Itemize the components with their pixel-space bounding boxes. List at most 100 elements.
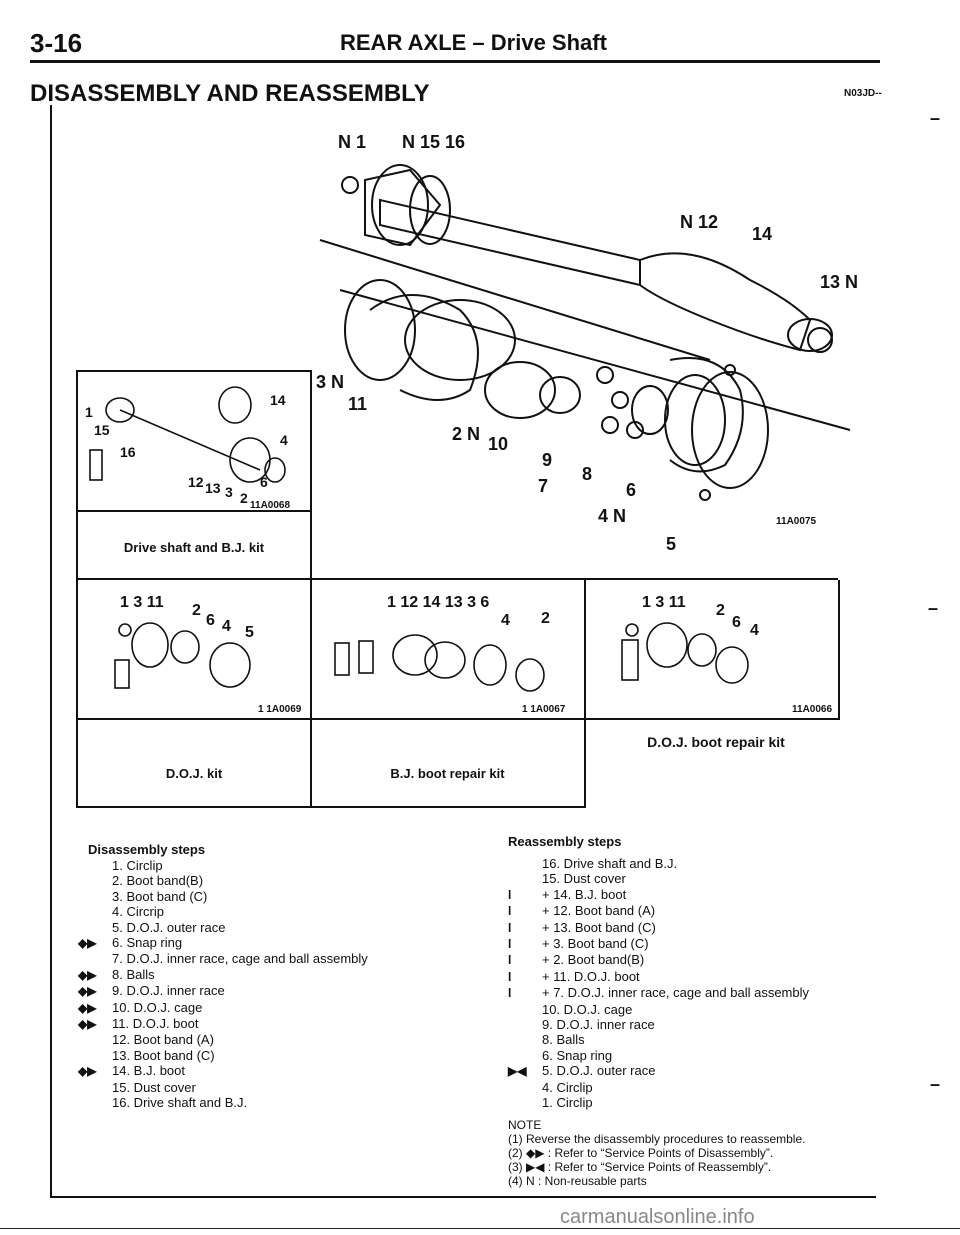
disassembly-step-text: 2. Boot band(B) (112, 873, 204, 889)
disassembly-step-symbol: ◆▶ (78, 984, 97, 999)
reassembly-heading: Reassembly steps (508, 834, 622, 849)
margin-mark-1: – (930, 108, 941, 128)
note-4: (4) N : Non-reusable parts (508, 1174, 647, 1188)
svg-text:1 12 14 13 3 6: 1 12 14 13 3 6 (387, 594, 489, 611)
note-1: (1) Reverse the disassembly procedures t… (508, 1132, 806, 1146)
label-13: 13 N (820, 272, 858, 292)
disassembly-step: 2. Boot band(B) (78, 873, 368, 888)
disassembly-step-symbol: ◆▶ (78, 1000, 97, 1015)
kit-table-line-3 (76, 718, 838, 720)
reassembly-step-symbol: l (508, 920, 512, 935)
kit-table-line-1 (76, 510, 310, 512)
reassembly-step-text: + 2. Boot band(B) (542, 952, 645, 968)
kit-3-caption: B.J. boot repair kit (390, 766, 505, 781)
section-code: N03JD-- (844, 88, 882, 99)
reassembly-step-text: + 3. Boot band (C) (542, 936, 649, 952)
reassembly-step-text: + 13. Boot band (C) (542, 919, 656, 935)
disassembly-step: 15. Dust cover (78, 1080, 368, 1095)
reassembly-step-text: 4. Circlip (542, 1079, 593, 1095)
reassembly-step: l+ 11. D.O.J. boot (508, 969, 809, 985)
reassembly-step-text: 16. Drive shaft and B.J. (542, 856, 678, 871)
page-bottom-line (0, 1228, 960, 1229)
notes: NOTE (1) Reverse the disassembly procedu… (508, 1118, 805, 1188)
drive-shaft-exploded-diagram: N 1 N 15 16 N 12 14 13 N 3 N 11 2 N 10 9… (316, 132, 858, 554)
reassembly-step: l + 13. Boot band (C) (508, 920, 809, 936)
disassembly-step: ◆▶14. B.J. boot (78, 1063, 368, 1079)
reassembly-step-text: + 7. D.O.J. inner race, cage and ball as… (542, 985, 809, 1001)
disassembly-step-text: 11. D.O.J. boot (112, 1016, 199, 1032)
disassembly-step: 13. Boot band (C) (78, 1048, 368, 1063)
disassembly-step-text: 3. Boot band (C) (112, 888, 208, 904)
svg-text:14: 14 (270, 392, 286, 408)
section-title: DISASSEMBLY AND REASSEMBLY (30, 80, 430, 107)
label-2: 2 N (452, 424, 480, 444)
kit-1-code: 11A0068 (250, 500, 291, 511)
reassembly-step-text: 9. D.O.J. inner race (542, 1017, 655, 1033)
label-4: 4 N (598, 506, 626, 526)
label-7: 7 (538, 476, 548, 496)
label-12: N 12 (680, 212, 718, 232)
svg-text:15: 15 (94, 422, 110, 438)
label-6: 6 (626, 480, 636, 500)
kit-2-caption: D.O.J. kit (165, 766, 223, 781)
label-8: 8 (582, 464, 592, 484)
label-5: 5 (666, 534, 676, 554)
disassembly-step-text: 8. Balls (112, 966, 155, 982)
disassembly-step-text: 4. Circrip (112, 904, 165, 920)
disassembly-step: 7. D.O.J. inner race, cage and ball asse… (78, 951, 368, 966)
kit-table-divider-2 (584, 580, 586, 808)
svg-text:4: 4 (280, 432, 288, 448)
disassembly-step: ◆▶10. D.O.J. cage (78, 1000, 368, 1016)
kit-table-bottom-line (76, 806, 586, 808)
kit-4-code: 11A0066 (792, 704, 833, 715)
svg-text:4: 4 (750, 622, 759, 639)
svg-text:3: 3 (225, 484, 233, 500)
reassembly-step-text: + 11. D.O.J. boot (542, 968, 640, 984)
note-2: (2) ◆▶ : Refer to “Service Points of Dis… (508, 1146, 774, 1160)
footer-rule (50, 1196, 876, 1198)
disassembly-step-text: 5. D.O.J. outer race (112, 919, 226, 935)
label-1: N 1 (338, 132, 366, 152)
left-frame-line (50, 105, 52, 1198)
svg-text:1: 1 (85, 404, 93, 420)
reassembly-step-text: 8. Balls (542, 1032, 585, 1048)
disassembly-step: 4. Circrip (78, 904, 368, 919)
svg-text:12: 12 (188, 474, 204, 490)
disassembly-step-text: 14. B.J. boot (112, 1063, 185, 1079)
watermark: carmanualsonline.info (560, 1206, 755, 1228)
label-15-16: N 15 16 (402, 132, 465, 152)
svg-text:2: 2 (240, 490, 248, 506)
reassembly-step: l+ 7. D.O.J. inner race, cage and ball a… (508, 985, 809, 1001)
disassembly-step-text: 1. Circlip (112, 858, 163, 873)
disassembly-step-text: 15. Dust cover (112, 1079, 196, 1095)
disassembly-step-text: 13. Boot band (C) (112, 1047, 215, 1063)
reassembly-step-text: + 14. B.J. boot (542, 886, 627, 902)
reassembly-step: 4. Circlip (508, 1080, 809, 1095)
svg-text:1 3 11: 1 3 11 (642, 594, 686, 611)
label-10: 10 (488, 434, 508, 454)
reassembly-step: 8. Balls (508, 1032, 809, 1047)
svg-text:2: 2 (192, 602, 201, 619)
svg-text:4: 4 (501, 612, 510, 629)
svg-text:6: 6 (732, 614, 741, 631)
label-9: 9 (542, 450, 552, 470)
disassembly-step-text: 16. Drive shaft and B.J. (112, 1095, 248, 1111)
margin-mark-3: – (930, 1074, 941, 1094)
disassembly-heading: Disassembly steps (88, 842, 206, 857)
disassembly-step: ◆▶9. D.O.J. inner race (78, 983, 368, 999)
svg-text:6: 6 (206, 612, 215, 629)
disassembly-step-text: 6. Snap ring (112, 935, 183, 951)
reassembly-step-text: 6. Snap ring (542, 1047, 613, 1063)
reassembly-step: l+ 2. Boot band(B) (508, 952, 809, 968)
page-title: REAR AXLE – Drive Shaft (340, 30, 607, 55)
reassembly-step-symbol: l (508, 904, 512, 919)
disassembly-step: ◆▶6. Snap ring (78, 935, 368, 951)
disassembly-step: 16. Drive shaft and B.J. (78, 1095, 368, 1110)
kit-table-divider-1 (310, 370, 312, 808)
reassembly-step-text: 5. D.O.J. outer race (542, 1063, 656, 1079)
reassembly-step-symbol: l (508, 937, 512, 952)
